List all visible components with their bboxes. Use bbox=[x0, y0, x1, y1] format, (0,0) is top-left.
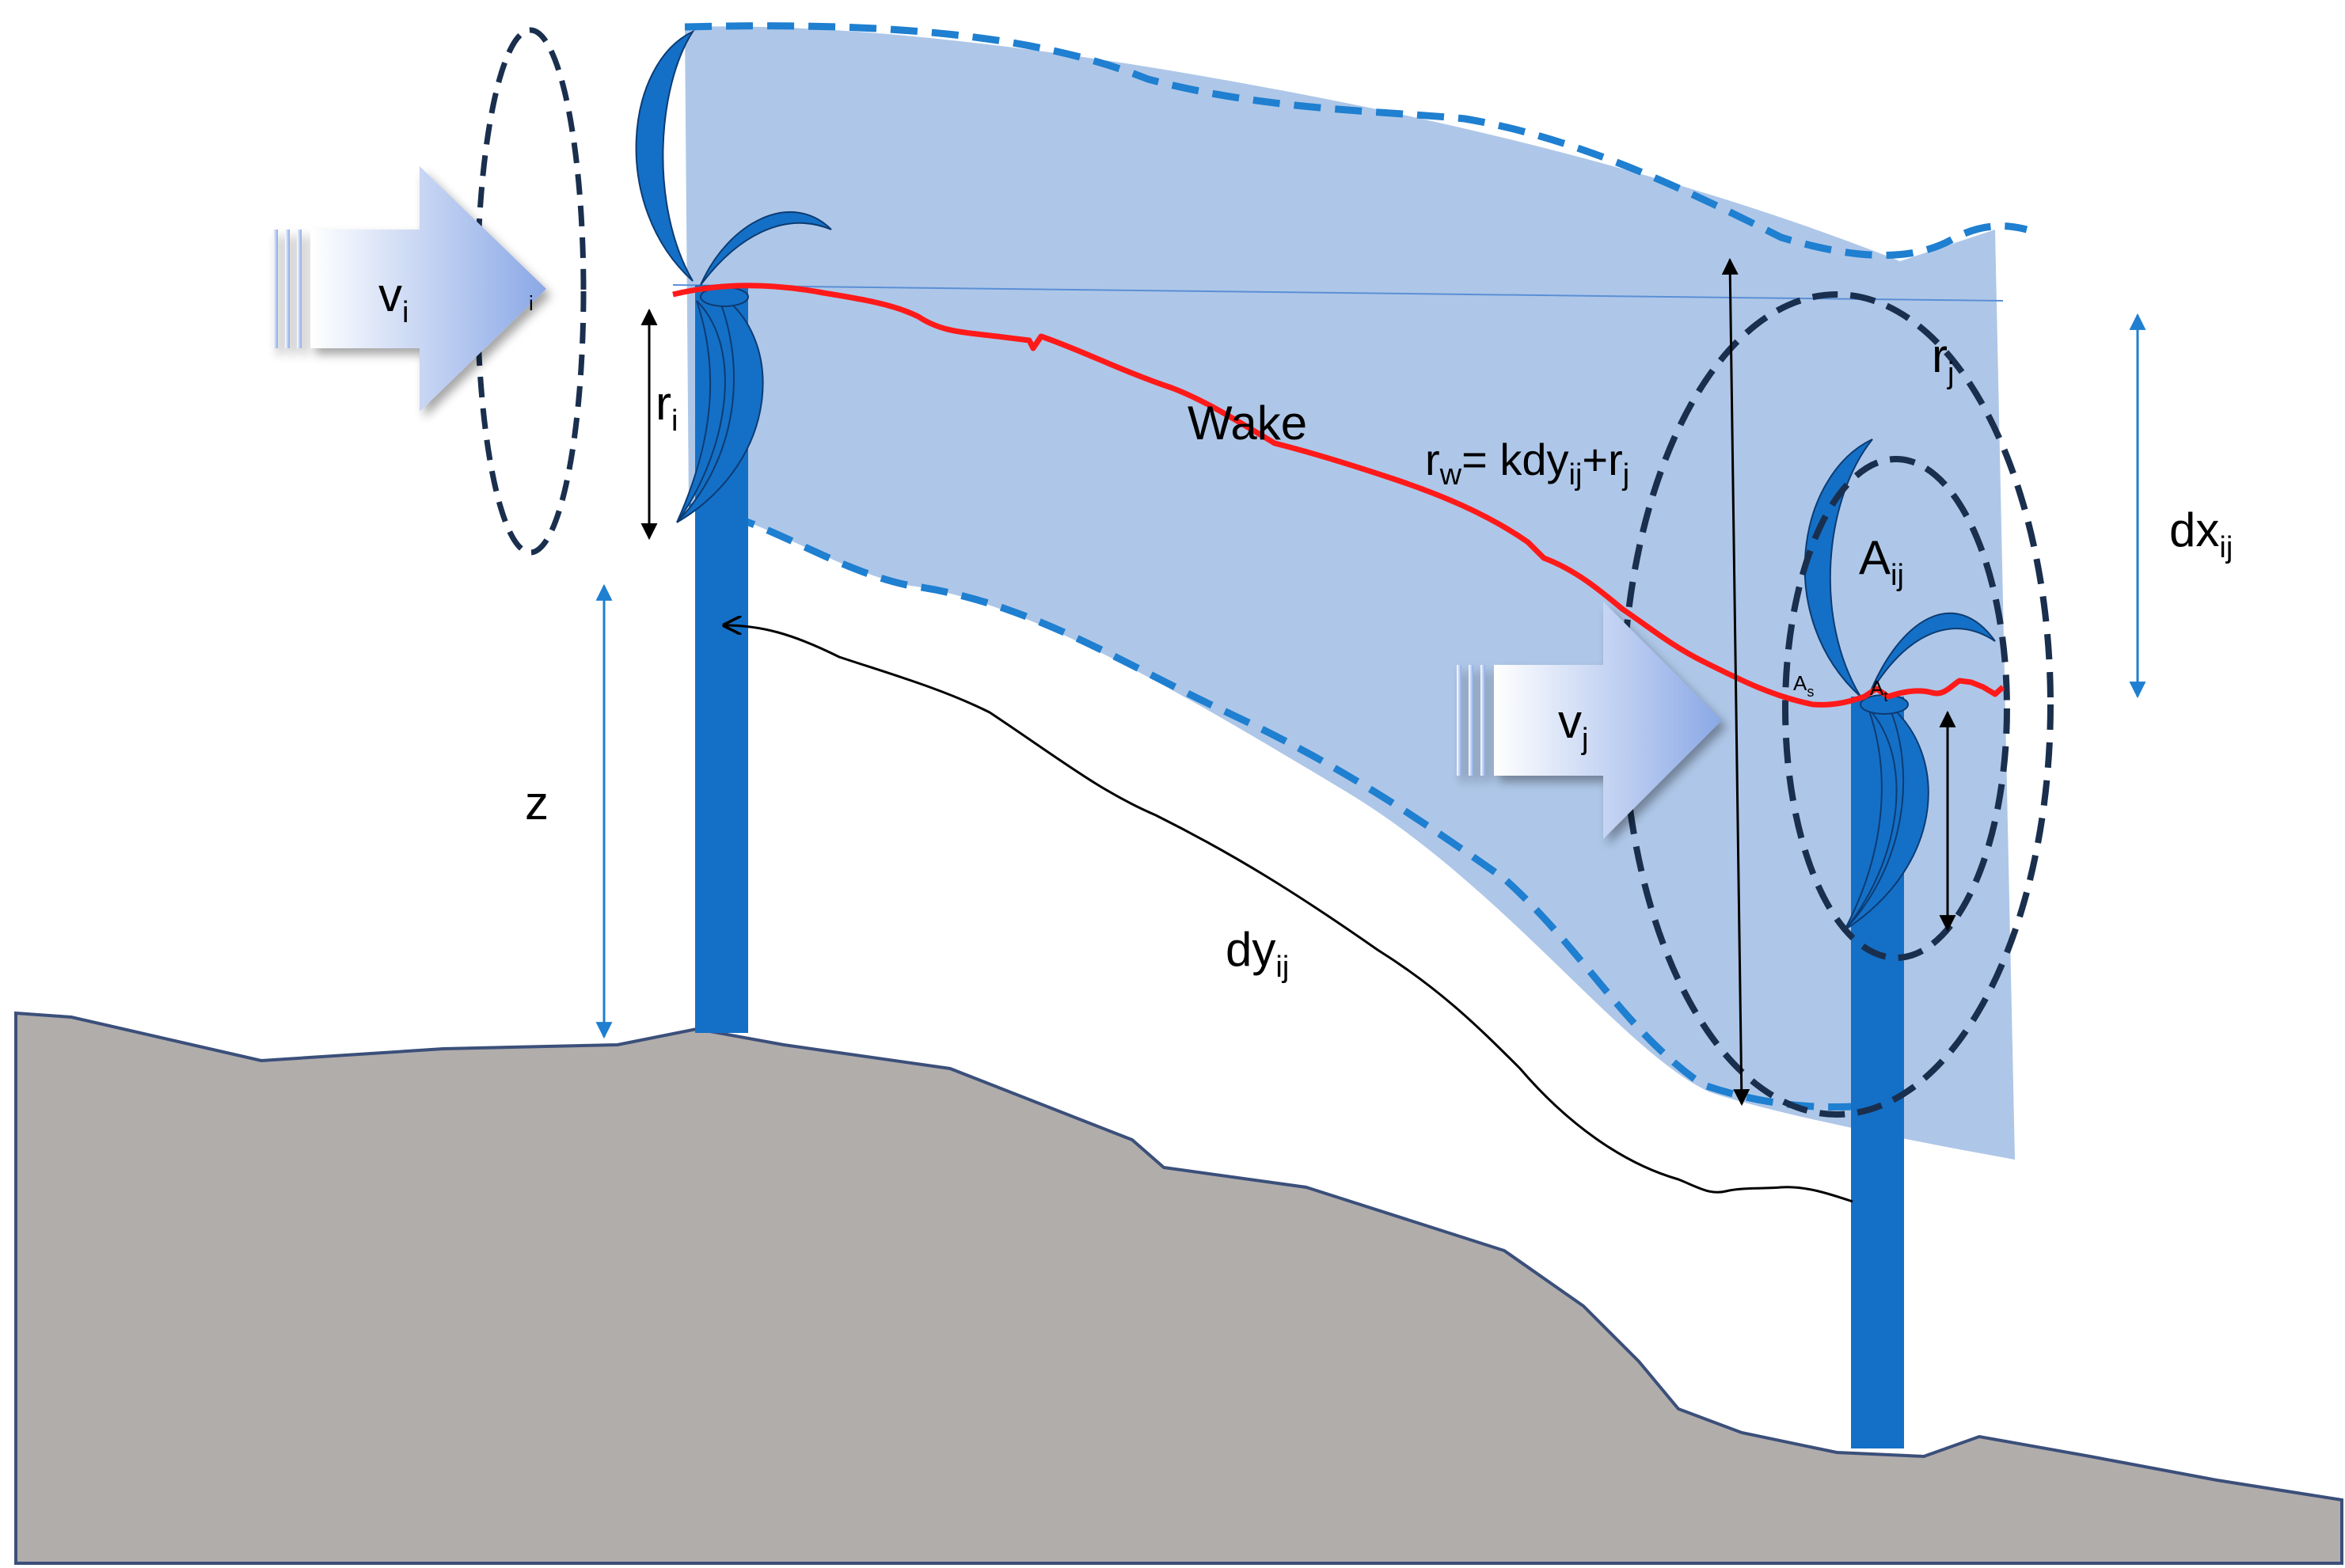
turbine-i-blades bbox=[635, 29, 832, 523]
ground-terrain bbox=[14, 1011, 2343, 1565]
tower-j bbox=[1851, 697, 1904, 1448]
rotor-disk-j bbox=[1782, 456, 2010, 961]
label-a-ij: Aij bbox=[1859, 531, 1904, 592]
wake-region bbox=[685, 26, 2015, 1160]
label-v-i: vi bbox=[378, 268, 409, 329]
wake-height-arrow bbox=[1721, 257, 1750, 1107]
label-r-j: rj bbox=[1932, 329, 1954, 390]
label-v-j: vj bbox=[1558, 695, 1588, 756]
wind-arrow-i bbox=[273, 166, 546, 412]
label-r-w: rw= kdyij+rj bbox=[1425, 435, 1629, 492]
wind-arrow-j bbox=[1457, 602, 1722, 839]
label-v-i-behind: i bbox=[529, 291, 534, 315]
label-dx-ij: dxij bbox=[2169, 503, 2233, 564]
label-dy-ij: dyij bbox=[1226, 923, 1289, 984]
turbine-j-blades bbox=[1803, 439, 1996, 931]
label-a-s: As bbox=[1793, 671, 1814, 700]
wake-lower-edge bbox=[688, 503, 1885, 1111]
label-wake: Wake bbox=[1188, 397, 1307, 450]
label-a-t: At bbox=[1870, 676, 1887, 704]
wake-centerline bbox=[672, 283, 2005, 708]
dy-distance-arrow bbox=[724, 625, 1853, 1203]
label-r-i: ri bbox=[656, 377, 678, 438]
hub-height-line bbox=[672, 284, 2004, 302]
label-z: z bbox=[525, 776, 549, 830]
wake-upper-edge bbox=[684, 22, 2028, 259]
